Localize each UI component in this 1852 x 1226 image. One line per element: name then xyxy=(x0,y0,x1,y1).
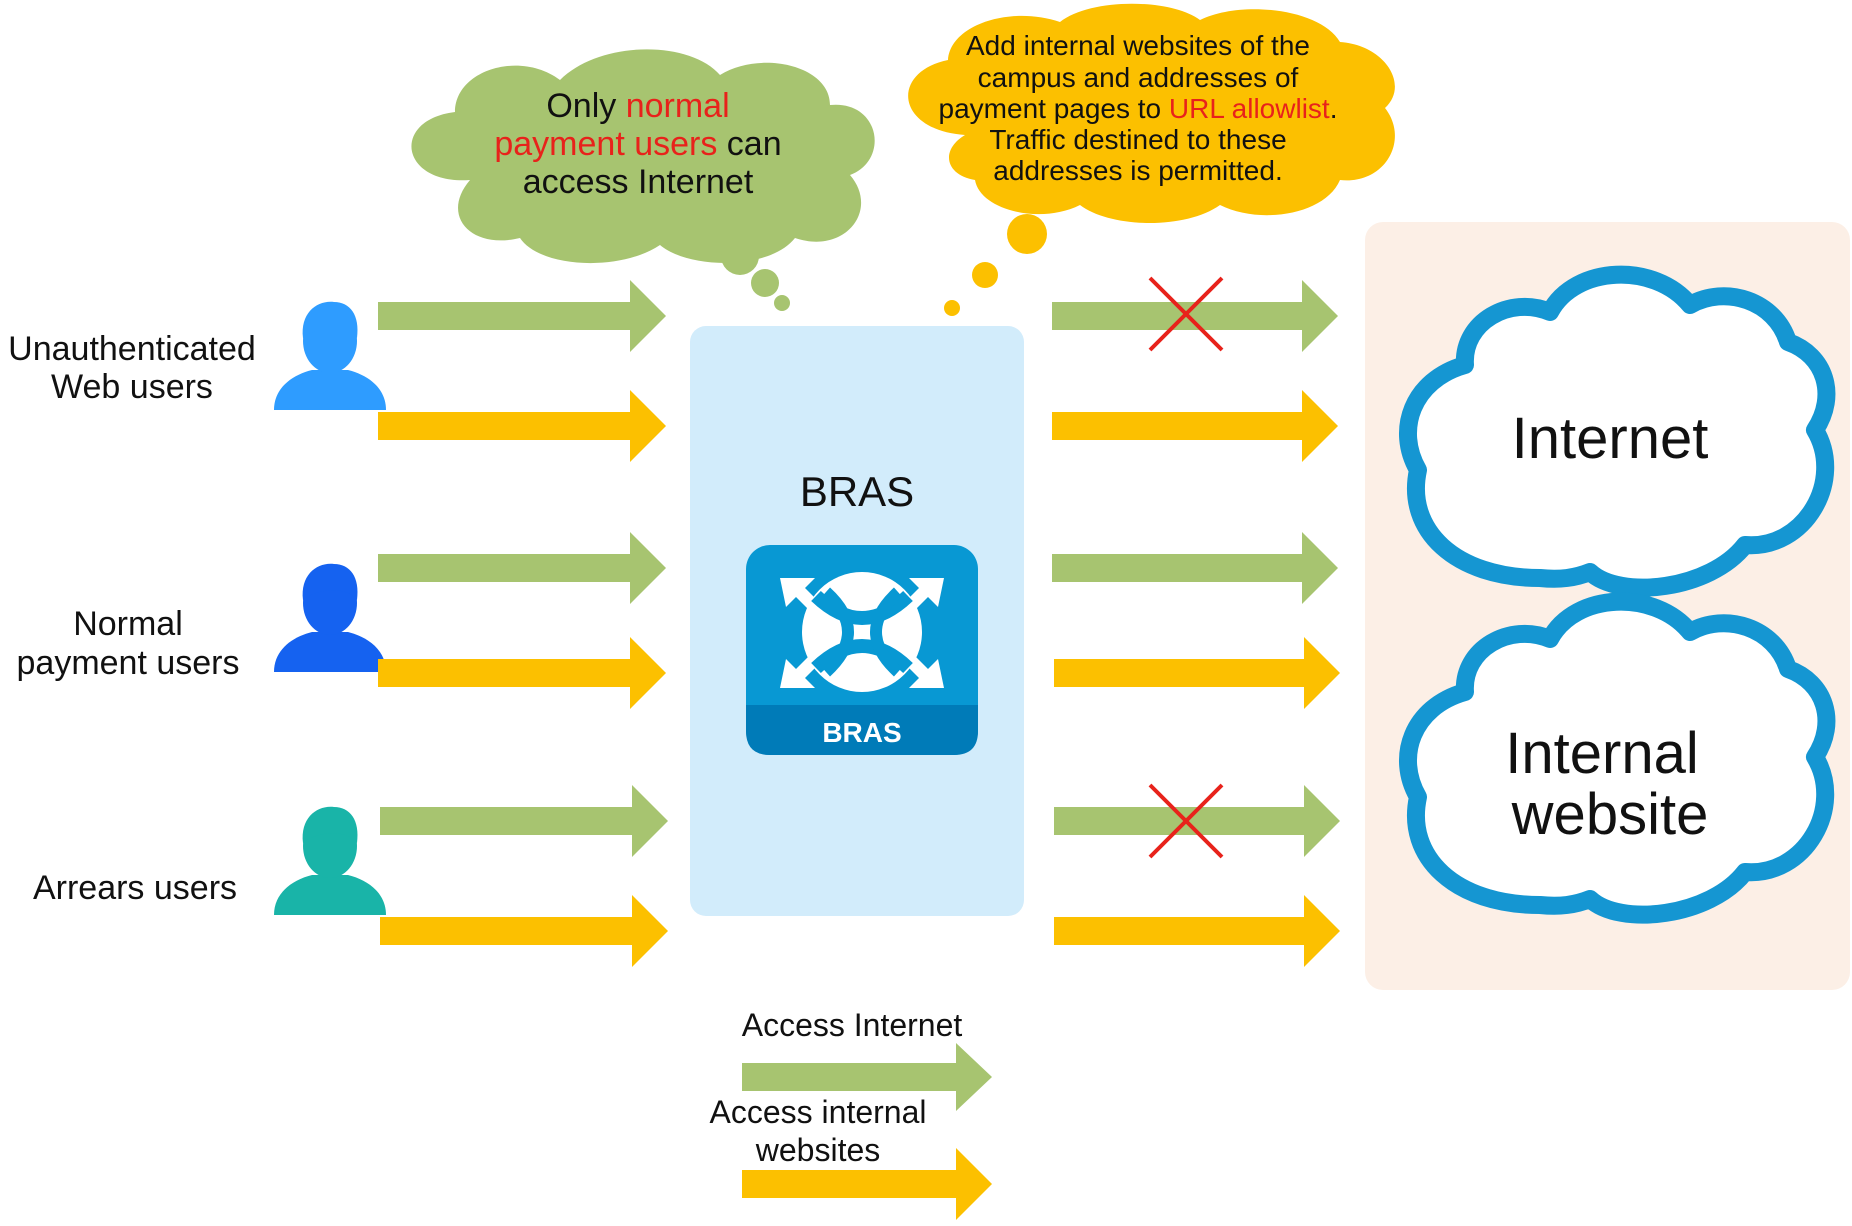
user-icon-unauthenticated xyxy=(274,301,386,410)
yellow-bubble-line5: addresses is permitted. xyxy=(993,155,1282,186)
legend-internet-label: Access Internet xyxy=(742,1007,963,1043)
arrow-internet-arrears-out xyxy=(1054,785,1340,857)
yellow-bubble-line3: payment pages to URL allowlist. xyxy=(939,93,1338,124)
green-bubble-line3: access Internet xyxy=(523,163,754,201)
internet-label: Internet xyxy=(1512,406,1709,471)
green-bubble-line2: payment users can xyxy=(494,125,781,163)
green-bubble-line1: Only normal xyxy=(546,87,729,125)
user-icon-normal xyxy=(274,563,386,672)
arrow-internet-unauthenticated-out xyxy=(1052,280,1338,352)
internal-website-label-line2: website xyxy=(1511,782,1709,847)
arrow-internet-normal-in xyxy=(378,532,666,604)
block-mark-unauthenticated xyxy=(1148,276,1224,352)
flow-arrows-right xyxy=(1052,280,1340,967)
arrow-internet-unauthenticated-in xyxy=(378,280,666,352)
bras-icon-label: BRAS xyxy=(822,717,901,748)
user-label-normal-line2: payment users xyxy=(17,644,240,682)
yellow-bubble-line2: campus and addresses of xyxy=(978,62,1299,93)
yellow-thought-bubble xyxy=(908,3,1395,316)
user-label-unauthenticated-line1: Unauthenticated xyxy=(8,330,256,368)
user-label-normal-line1: Normal xyxy=(73,605,183,643)
green-thought-bubble xyxy=(411,49,875,311)
arrow-internal-arrears-out xyxy=(1054,895,1340,967)
yellow-bubble-line4: Traffic destined to these xyxy=(989,124,1286,155)
arrow-internal-unauthenticated-in xyxy=(378,390,666,462)
legend-internal-label-line2: websites xyxy=(755,1132,881,1168)
arrow-internet-normal-out xyxy=(1052,532,1338,604)
arrow-internal-unauthenticated-out xyxy=(1052,390,1338,462)
internal-website-label-line1: Internal xyxy=(1505,721,1698,786)
bras-title: BRAS xyxy=(800,468,914,515)
bras-device-icon: BRAS xyxy=(746,545,978,755)
yellow-bubble-line1: Add internal websites of the xyxy=(966,30,1310,61)
legend: Access Internet Access internal websites xyxy=(710,1007,992,1220)
block-mark-arrears xyxy=(1148,783,1224,859)
legend-internal-label-line1: Access internal xyxy=(710,1094,927,1130)
internet-cloud xyxy=(1399,265,1836,597)
flow-arrows-left xyxy=(378,280,668,967)
legend-internal-arrow xyxy=(742,1148,992,1220)
arrow-internet-arrears-in xyxy=(380,785,668,857)
internal-website-cloud xyxy=(1399,592,1836,924)
arrow-internal-normal-out xyxy=(1054,637,1340,709)
arrow-internal-normal-in xyxy=(378,637,666,709)
user-icon-arrears xyxy=(274,806,386,915)
legend-internet-arrow xyxy=(742,1043,992,1111)
user-label-arrears: Arrears users xyxy=(33,869,237,907)
user-label-unauthenticated-line2: Web users xyxy=(51,368,213,406)
arrow-internal-arrears-in xyxy=(380,895,668,967)
